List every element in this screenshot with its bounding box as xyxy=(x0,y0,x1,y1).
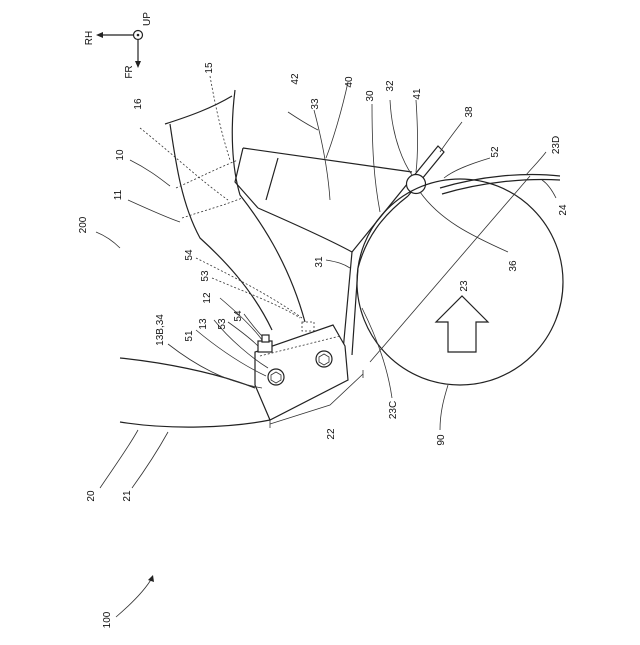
upper-member-top-edge xyxy=(165,96,232,124)
leader-24 xyxy=(542,180,556,198)
label-41: 41 xyxy=(412,88,423,100)
up-label: UP xyxy=(142,12,153,26)
leader-38 xyxy=(440,122,462,152)
label-11: 11 xyxy=(113,189,124,200)
leader-100-arrowhead xyxy=(148,575,154,582)
label-23d: 23D xyxy=(551,136,562,154)
connector-53 xyxy=(258,341,272,352)
connector-54 xyxy=(262,335,269,342)
up-symbol-dot xyxy=(137,34,140,37)
leader-30 xyxy=(372,104,380,212)
label-21: 21 xyxy=(122,490,133,502)
label-24: 24 xyxy=(558,204,569,216)
rh-arrowhead xyxy=(96,32,103,38)
label-23c: 23C xyxy=(388,401,399,419)
leader-20 xyxy=(100,430,138,488)
orientation-indicator: RH UP FR xyxy=(84,12,153,79)
leader-100 xyxy=(116,578,152,617)
label-36: 36 xyxy=(508,260,519,272)
leader-41 xyxy=(416,100,418,172)
label-15: 15 xyxy=(204,62,215,74)
label-13: 13 xyxy=(198,318,209,330)
leader-40 xyxy=(326,82,348,158)
label-13b34: 13B,34 xyxy=(155,314,166,346)
label-23: 23 xyxy=(459,280,470,292)
leader-53-lower xyxy=(228,322,258,346)
leader-31 xyxy=(326,260,350,268)
dotted-line-16 xyxy=(140,128,228,200)
bolt-left xyxy=(268,369,284,385)
cover-top-edge xyxy=(243,148,412,172)
leader-200 xyxy=(96,232,120,248)
dotted-section-11 xyxy=(182,198,242,218)
leader-90 xyxy=(440,385,448,430)
label-32: 32 xyxy=(385,80,396,92)
fr-label: FR xyxy=(124,65,135,78)
label-31: 31 xyxy=(314,256,325,268)
lower-body-upper-edge xyxy=(120,358,255,388)
leader-52 xyxy=(444,158,490,178)
leader-36 xyxy=(420,192,508,252)
leader-13b34 xyxy=(168,344,262,388)
leader-42 xyxy=(288,112,318,130)
label-52: 52 xyxy=(490,146,501,158)
label-20: 20 xyxy=(86,490,97,502)
arm-upper-edge xyxy=(352,146,444,252)
label-22: 22 xyxy=(326,428,337,440)
label-51: 51 xyxy=(184,330,195,342)
leader-54-lower xyxy=(244,314,262,336)
label-10: 10 xyxy=(115,149,126,161)
label-33: 33 xyxy=(310,98,321,110)
label-16: 16 xyxy=(133,98,144,110)
label-40: 40 xyxy=(344,76,355,88)
upper-member-right-edge xyxy=(232,90,305,322)
leader-10 xyxy=(130,160,170,186)
label-200: 200 xyxy=(78,216,89,233)
label-90: 90 xyxy=(436,434,447,446)
leader-21 xyxy=(132,432,168,488)
forward-arrow-23 xyxy=(436,296,488,352)
pivot-pin-41 xyxy=(407,175,426,194)
label-30: 30 xyxy=(365,90,376,102)
hidden-connector xyxy=(302,322,314,331)
cover-inner-crease xyxy=(266,158,278,200)
label-42: 42 xyxy=(290,73,301,85)
label-53-lower: 53 xyxy=(217,318,228,330)
label-53-upper: 53 xyxy=(200,270,211,282)
leader-11 xyxy=(128,200,180,222)
label-100: 100 xyxy=(102,611,113,628)
leader-23c xyxy=(362,308,392,398)
rh-label: RH xyxy=(84,31,95,45)
label-12: 12 xyxy=(202,292,213,304)
strip-52-lower xyxy=(442,180,560,194)
label-54-lower: 54 xyxy=(233,310,244,322)
dotted-section-10 xyxy=(176,160,238,188)
label-38: 38 xyxy=(464,106,475,118)
leader-32 xyxy=(390,100,412,175)
cover-left-edge xyxy=(235,148,258,208)
leader-53-upper xyxy=(212,278,300,318)
dotted-line-15 xyxy=(210,76,230,160)
lower-body-lower-edge xyxy=(120,420,270,427)
leader-54-upper xyxy=(196,258,302,318)
cover-bottom-edge xyxy=(258,208,352,252)
leader-23d xyxy=(526,152,546,175)
leader-33 xyxy=(314,110,330,200)
bolt-right xyxy=(316,351,332,367)
label-54-upper: 54 xyxy=(184,249,195,261)
fr-arrowhead xyxy=(135,61,141,68)
arm-inner-edge xyxy=(352,196,408,355)
